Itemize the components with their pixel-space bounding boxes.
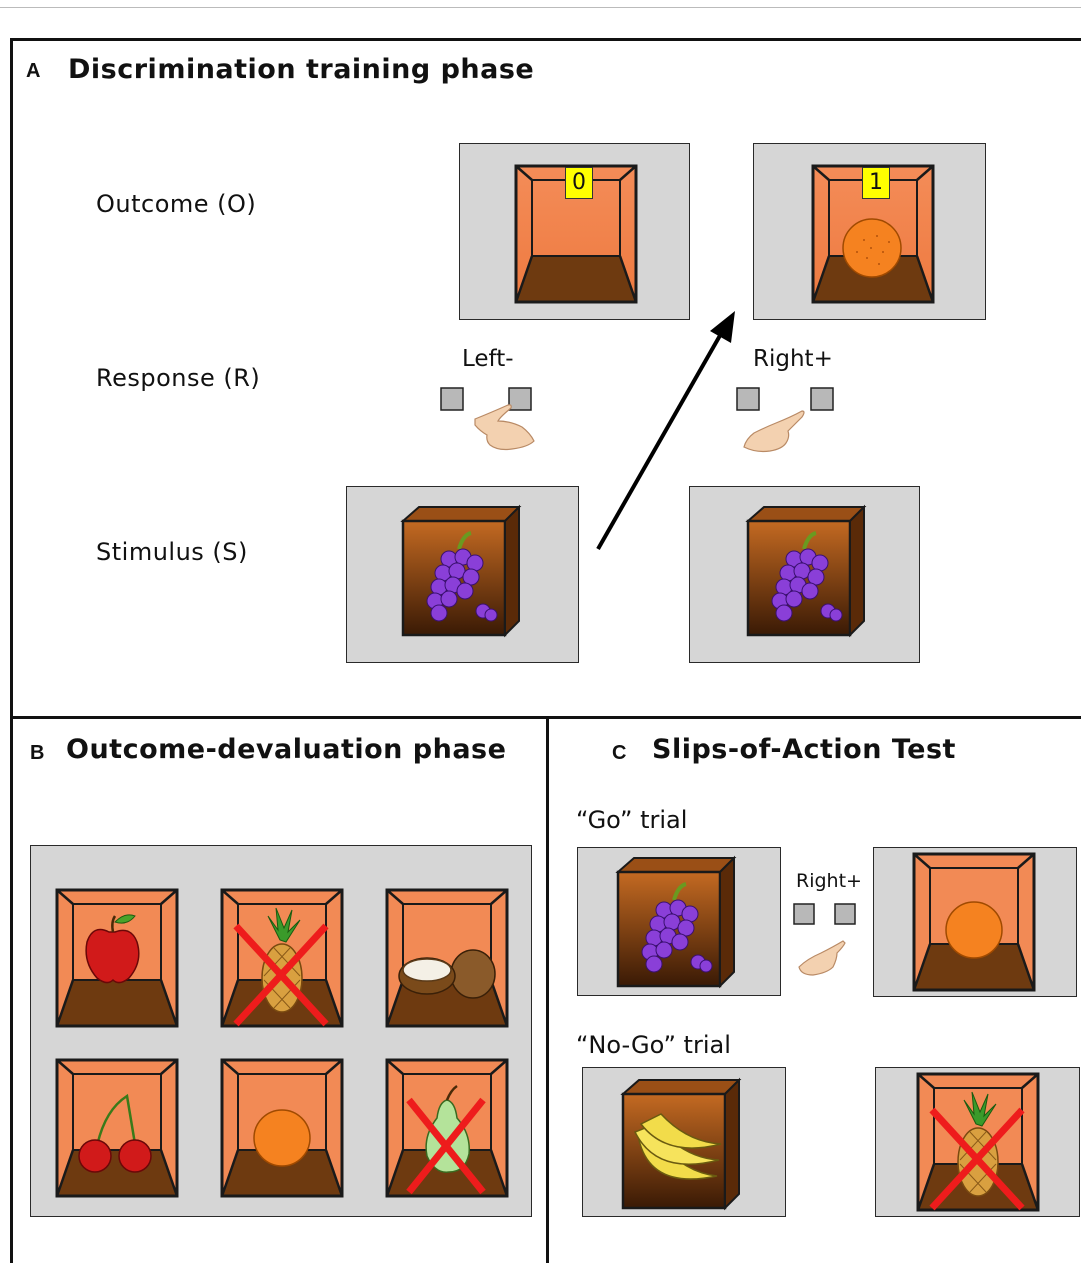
banana-box-icon [620, 1077, 742, 1211]
nogo-trial-label: “No-Go” trial [576, 1031, 731, 1059]
stimulus-screen-left [346, 486, 579, 663]
top-divider [0, 7, 1081, 8]
counter-badge-left: 0 [565, 167, 593, 199]
coconut-box-icon [385, 888, 509, 1028]
pineapple-devalued-box-icon [916, 1072, 1040, 1212]
nogo-stimulus-screen [582, 1067, 786, 1217]
nogo-outcome-screen [875, 1067, 1080, 1217]
outcome-screen-right: 1 [753, 143, 986, 320]
go-response-label: Right+ [796, 870, 862, 892]
panel-divider-horizontal [10, 716, 1081, 719]
panel-a-letter: A [26, 60, 41, 82]
panel-divider-vertical [546, 716, 549, 1263]
row-label-stimulus: Stimulus (S) [96, 538, 248, 566]
counter-badge-right: 1 [862, 167, 890, 199]
response-keys-right [736, 387, 834, 453]
panel-a-border-left [10, 38, 13, 1263]
stimulus-screen-right [689, 486, 920, 663]
grape-box-icon [745, 504, 867, 638]
grape-box-icon [400, 504, 522, 638]
action-outcome-arrow [596, 311, 735, 550]
row-label-response: Response (R) [96, 364, 261, 392]
devaluation-screen [30, 845, 532, 1217]
pear-devalued-box-icon [385, 1058, 509, 1198]
empty-box-icon [514, 164, 638, 304]
pineapple-devalued-box-icon [220, 888, 344, 1028]
grape-box-icon [615, 855, 737, 989]
orange-box-icon [811, 164, 935, 304]
cherries-box-icon [55, 1058, 179, 1198]
go-stimulus-screen [577, 847, 781, 996]
pointing-hand-icon [474, 404, 535, 451]
orange-box-icon [220, 1058, 344, 1198]
go-response-keys [793, 903, 856, 976]
panel-b-letter: B [30, 742, 45, 764]
pointing-hand-icon [798, 940, 846, 976]
outcome-screen-left: 0 [459, 143, 690, 320]
panel-a-title: Discrimination training phase [68, 54, 535, 85]
pointing-hand-icon [743, 410, 805, 453]
counter-value-left: 0 [572, 170, 586, 195]
response-keys-left [440, 387, 535, 451]
orange-box-icon [912, 852, 1036, 992]
response-label-right: Right+ [753, 346, 833, 372]
panel-b-title: Outcome-devaluation phase [66, 734, 507, 765]
go-trial-label: “Go” trial [576, 806, 688, 834]
counter-value-right: 1 [869, 170, 883, 195]
response-label-left: Left- [462, 346, 514, 372]
apple-box-icon [55, 888, 179, 1028]
panel-c-letter: C [612, 742, 627, 764]
go-outcome-screen [873, 847, 1077, 997]
panel-a-border-top [10, 38, 1081, 41]
panel-c-title: Slips-of-Action Test [652, 734, 956, 765]
row-label-outcome: Outcome (O) [96, 190, 257, 218]
